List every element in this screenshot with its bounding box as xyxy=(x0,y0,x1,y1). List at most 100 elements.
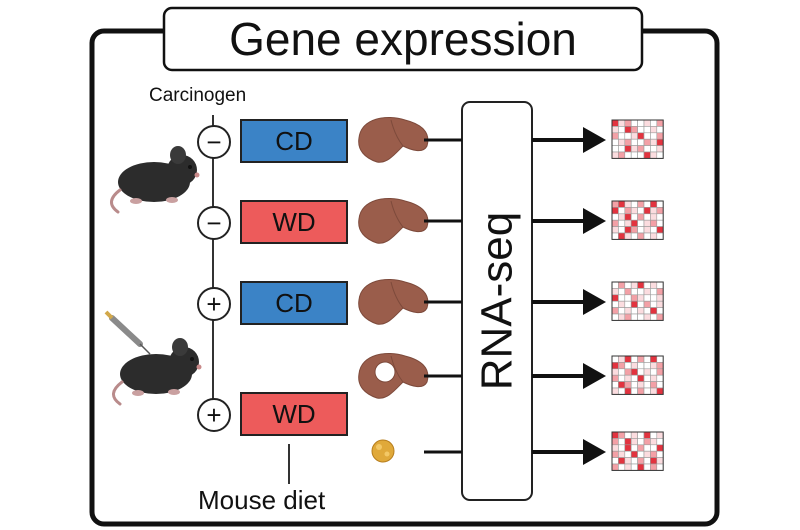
heatmap-cell xyxy=(637,119,645,127)
heatmap-cell xyxy=(637,463,645,471)
heatmap-cell xyxy=(643,300,651,308)
heatmap-cell xyxy=(643,132,651,140)
heatmap-cell xyxy=(650,355,658,363)
tumor-texture xyxy=(376,444,382,450)
heatmap-cell xyxy=(624,200,632,208)
heatmap-cell xyxy=(630,368,638,376)
heatmap-icon xyxy=(611,281,664,321)
heatmap-cell xyxy=(643,355,651,363)
heatmap-cell xyxy=(656,126,664,134)
mouse-diet-label: Mouse diet xyxy=(198,485,326,515)
heatmap-cell xyxy=(643,444,651,452)
heatmap-cell xyxy=(618,138,626,146)
heatmap-cell xyxy=(656,387,664,395)
heatmap-cell xyxy=(637,281,645,289)
heatmap-cell xyxy=(637,450,645,458)
heatmap-cell xyxy=(656,281,664,289)
heatmap-cell xyxy=(630,151,638,159)
heatmap-cell xyxy=(650,151,658,159)
arrow-head xyxy=(583,439,606,465)
heatmap-cell xyxy=(618,431,626,439)
heatmap-cell xyxy=(656,374,664,382)
heatmap-cell xyxy=(624,444,632,452)
arrow-head xyxy=(583,208,606,234)
liver-icon xyxy=(358,279,429,325)
heatmap-cell xyxy=(624,226,632,234)
heatmap-cell xyxy=(630,463,638,471)
heatmap-cell xyxy=(611,387,619,395)
arrow-head xyxy=(583,289,606,315)
heatmap-cell xyxy=(637,288,645,296)
mouse-ear xyxy=(170,146,186,164)
heatmap-cell xyxy=(656,368,664,376)
heatmap-cell xyxy=(637,294,645,302)
heatmap-cell xyxy=(624,355,632,363)
diet-box-cd: CD xyxy=(240,119,348,163)
heatmap-cell xyxy=(656,431,664,439)
heatmap-cell xyxy=(630,307,638,315)
heatmap-cell xyxy=(656,219,664,227)
heatmap-cell xyxy=(611,226,619,234)
tumor-texture xyxy=(384,451,390,457)
heatmap-cell xyxy=(630,294,638,302)
heatmap-cell xyxy=(618,313,626,321)
heatmap-cell xyxy=(630,431,638,439)
heatmap-border xyxy=(611,355,664,395)
heatmap-cell xyxy=(643,450,651,458)
heatmap-cell xyxy=(618,126,626,134)
heatmap-cell xyxy=(650,387,658,395)
heatmap-cell xyxy=(637,362,645,370)
heatmap-cell xyxy=(656,119,664,127)
heatmap-cell xyxy=(650,450,658,458)
heatmap-cell xyxy=(650,431,658,439)
heatmap-cell xyxy=(643,307,651,315)
heatmap-cell xyxy=(630,200,638,208)
heatmap-cell xyxy=(630,138,638,146)
heatmap-cell xyxy=(650,374,658,382)
heatmap-cell xyxy=(643,200,651,208)
heatmap-cell xyxy=(624,381,632,389)
heatmap-cell xyxy=(637,374,645,382)
heatmap-cell xyxy=(637,307,645,315)
heatmap-cell xyxy=(618,132,626,140)
heatmap-cell xyxy=(637,226,645,234)
heatmap-cell xyxy=(656,132,664,140)
heatmap-cell xyxy=(643,288,651,296)
liver-with-tumor-icon xyxy=(358,353,429,399)
mouse-nose xyxy=(194,172,200,178)
heatmap-cell xyxy=(650,213,658,221)
heatmap-cell xyxy=(643,232,651,240)
heatmap-cell xyxy=(650,126,658,134)
heatmap-cell xyxy=(637,151,645,159)
heatmap-cell xyxy=(618,281,626,289)
heatmap-cell xyxy=(637,438,645,446)
heatmap-cell xyxy=(650,368,658,376)
heatmap-cell xyxy=(630,207,638,215)
heatmap-cell xyxy=(630,387,638,395)
heatmap-cell xyxy=(656,200,664,208)
heatmap-cell xyxy=(630,126,638,134)
mouse-foot xyxy=(132,390,144,396)
heatmap-cell xyxy=(618,355,626,363)
heatmap-cell xyxy=(650,145,658,153)
heatmap-cell xyxy=(643,219,651,227)
heatmap-cell xyxy=(630,362,638,370)
heatmap-cell xyxy=(630,219,638,227)
heatmap-cell xyxy=(656,463,664,471)
heatmap-cell xyxy=(611,151,619,159)
heatmap-cell xyxy=(624,374,632,382)
diagram-title: Gene expression xyxy=(229,13,577,65)
heatmap-cell xyxy=(637,219,645,227)
syringe-needle xyxy=(139,343,151,355)
mouse-tail xyxy=(112,380,124,406)
mouse-eye xyxy=(188,165,192,169)
heatmap-cell xyxy=(637,457,645,465)
liver-lobe-line xyxy=(390,200,404,228)
heatmap-cell xyxy=(643,119,651,127)
heatmap-cell xyxy=(650,463,658,471)
heatmap-cell xyxy=(611,207,619,215)
heatmap-cell xyxy=(611,213,619,221)
heatmap-cell xyxy=(656,362,664,370)
heatmap-cell xyxy=(611,368,619,376)
heatmap-cell xyxy=(643,457,651,465)
